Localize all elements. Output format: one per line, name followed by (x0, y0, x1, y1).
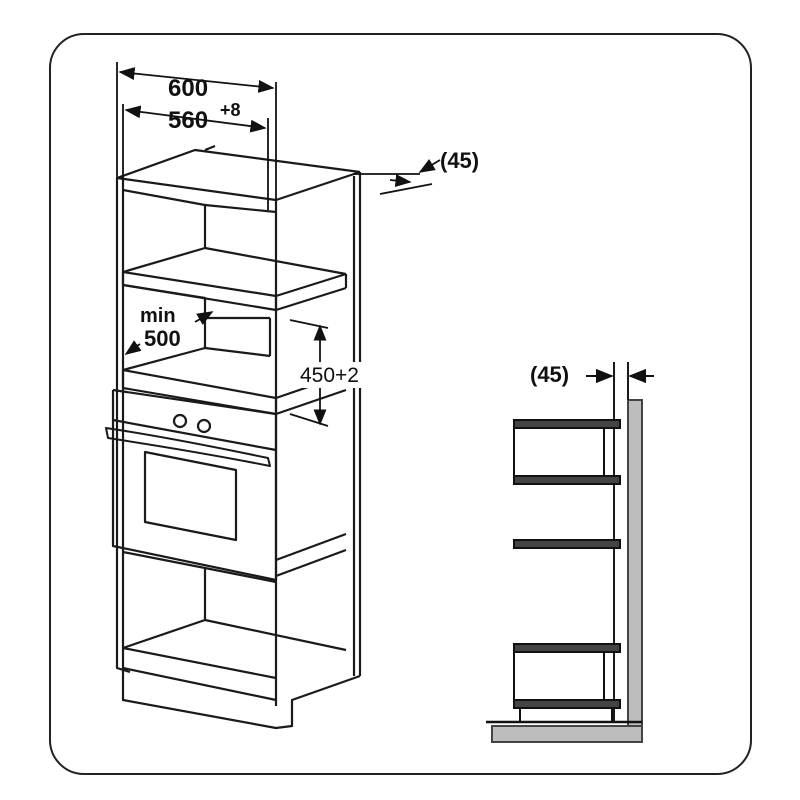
oven-knob-left (172, 413, 188, 429)
width-560-arrow (124, 105, 267, 133)
depth-min-word: min (140, 305, 176, 327)
cabinet-left-side (115, 178, 131, 674)
diagram-frame (49, 33, 752, 775)
oven-window (143, 450, 238, 542)
tall-cabinet (105, 144, 362, 730)
width-inner-label: 560 (168, 107, 208, 134)
width-600-arrow (118, 67, 275, 93)
oven-handle (105, 427, 271, 467)
oven-knob-right (196, 418, 212, 434)
depth-arrow-bottom (124, 340, 142, 355)
width-inner-tolerance: +8 (220, 100, 241, 120)
front-dimension-labels: 600 560 +8 (45) min 500 450+2 (140, 75, 479, 388)
side-view (486, 362, 654, 743)
oven-front (111, 388, 278, 582)
side-shelves (513, 419, 621, 722)
rear-wall (627, 399, 643, 727)
floor (491, 725, 643, 743)
cabinet-top-edge (116, 148, 361, 180)
depth-arrow-top (194, 311, 214, 325)
depth-min-value: 500 (144, 326, 181, 351)
rear-gap-label-top: (45) (440, 148, 479, 173)
width-outer-label: 600 (168, 75, 208, 102)
rear-gap-arrow-left (389, 174, 412, 187)
shelf-middle (121, 368, 278, 416)
rear-gap-label-side: (45) (530, 362, 569, 387)
front-dimensions (116, 62, 441, 427)
rear-gap-arrow-right (418, 158, 441, 173)
height-label: 450+2 (300, 364, 359, 387)
cabinet-plinth (121, 668, 361, 730)
